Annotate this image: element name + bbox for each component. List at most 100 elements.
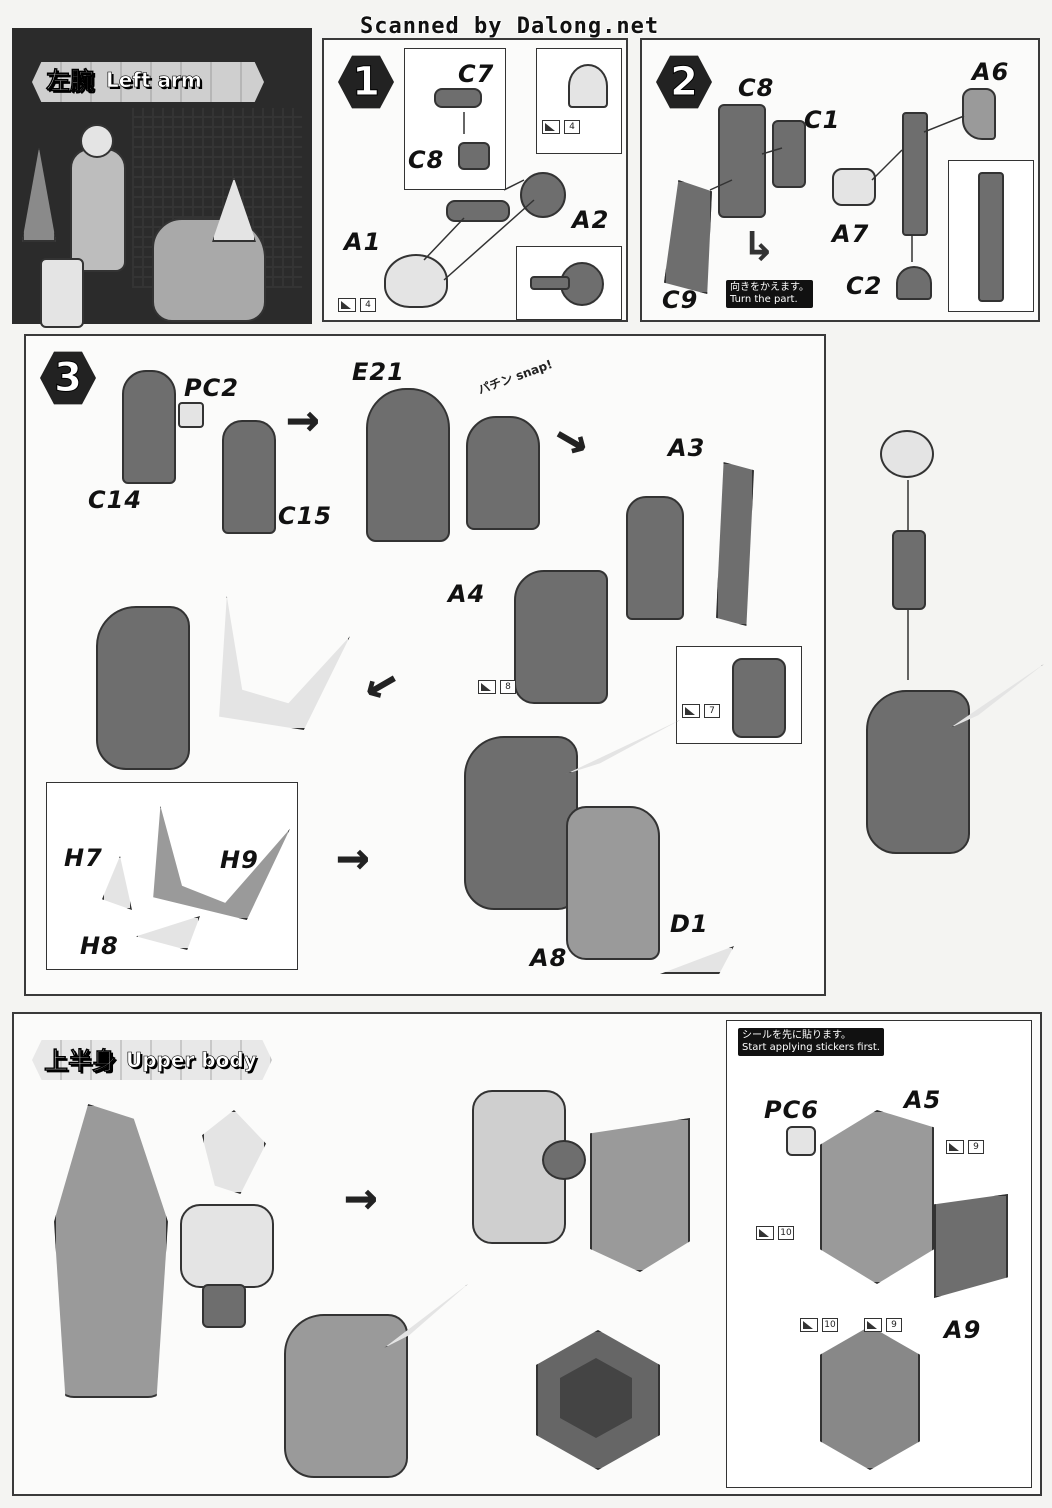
turn-part-note: 向きをかえます。 Turn the part.	[726, 280, 813, 308]
assembly-arrow-1: →	[286, 386, 320, 451]
part-d1	[660, 946, 734, 974]
snap-badge: パチン snap!	[475, 355, 554, 398]
figure-shoulder-spike	[22, 148, 56, 242]
left-arm-title-en: Left arm	[106, 68, 202, 93]
part-c8	[458, 142, 490, 170]
part-c15	[222, 420, 276, 534]
step1-hex-number: 1	[338, 55, 394, 109]
step3-panel: 3 C14 PC2 C15 → E21 パチン snap! → A3 A4 8 …	[24, 334, 826, 996]
label-c8-step2: C8	[738, 74, 775, 102]
label-a2: A2	[572, 206, 610, 234]
part-arm-column	[902, 112, 928, 236]
hex-shield-inner	[560, 1358, 632, 1438]
part-chest-base	[202, 1284, 246, 1328]
step2-assembly-arrows	[709, 115, 965, 262]
part-pc2	[178, 402, 204, 428]
upper-body-title-en: Upper body	[126, 1048, 257, 1073]
part-a7	[832, 168, 876, 206]
part-c14	[122, 370, 176, 484]
label-a6: A6	[972, 58, 1010, 86]
sticker-number-10-left: 10	[778, 1226, 794, 1240]
part-left-arm-attach	[284, 1314, 408, 1478]
part-a8	[566, 806, 660, 960]
label-pc6: PC6	[764, 1096, 819, 1124]
label-c7: C7	[458, 60, 495, 88]
sticker-icon-step1-bottom	[338, 298, 356, 312]
part-arm-ball	[542, 1140, 586, 1180]
final-assembly-arrows	[907, 480, 909, 680]
step1-panel: 1 C7 C8 4 A2 A1 4	[322, 38, 628, 322]
part-inset-column	[978, 172, 1004, 302]
label-h8: H8	[80, 932, 119, 960]
part-final-forearm	[866, 690, 970, 854]
label-a8: A8	[530, 944, 568, 972]
part-c2	[896, 266, 932, 300]
part-head-piece	[202, 1110, 266, 1194]
watermark-text: Scanned by Dalong.net	[360, 14, 660, 39]
sticker-number-9-bottom: 9	[886, 1318, 902, 1332]
upper-body-panel: 上半身 Upper body → シールを先に貼ります。 Start apply…	[12, 1012, 1042, 1496]
part-assembled-forearm	[96, 606, 190, 770]
label-a1: A1	[344, 228, 382, 256]
label-c14: C14	[88, 486, 143, 514]
part-arm-horn	[566, 720, 680, 774]
part-pc6	[786, 1126, 816, 1156]
assembly-arrow-3: →	[352, 651, 414, 726]
sticker-number-step1-bottom: 4	[360, 298, 376, 312]
part-a5	[820, 1110, 934, 1284]
part-final-shoulder-ball	[880, 430, 934, 478]
assembly-arrow-4: →	[336, 824, 370, 889]
label-c2: C2	[846, 272, 883, 300]
part-chest-block	[180, 1204, 274, 1288]
turn-arrow-icon: ↳	[742, 224, 776, 270]
part-horn-h	[219, 596, 350, 730]
snap-text: snap!	[513, 357, 555, 384]
step2-panel: 2 C8 C1 C9 ↳ 向きをかえます。 Turn the part. A6 …	[640, 38, 1040, 322]
step1-number: 1	[352, 59, 381, 106]
sticker-icon-10-bottom	[800, 1318, 818, 1332]
step2-number: 2	[670, 59, 699, 106]
part-shoulder-shaft	[446, 200, 510, 222]
label-a4: A4	[448, 580, 486, 608]
sticker-icon-9-bottom	[864, 1318, 882, 1332]
stickers-first-note-en: Start applying stickers first.	[742, 1042, 880, 1053]
part-a6	[962, 88, 996, 140]
label-c9: C9	[662, 286, 699, 314]
label-e21: E21	[352, 358, 405, 386]
title-hexagons	[32, 62, 264, 102]
turn-part-note-en: Turn the part.	[730, 294, 798, 305]
sticker-icon-7	[682, 704, 700, 718]
upper-body-title-bar: 上半身 Upper body	[32, 1040, 272, 1080]
part-a2-peg	[530, 276, 570, 290]
figure-head	[80, 124, 114, 158]
part-a9-plate	[934, 1194, 1008, 1298]
part-torso-left	[54, 1104, 168, 1398]
part-a1	[384, 254, 448, 308]
figure-torso	[70, 148, 126, 272]
part-c7	[434, 88, 482, 108]
stickers-first-note-jp: シールを先に貼ります。	[742, 1030, 851, 1041]
part-shield-a9	[590, 1118, 690, 1272]
part-e21	[366, 388, 450, 542]
sticker-number-a4: 8	[500, 680, 516, 694]
label-a5: A5	[904, 1086, 942, 1114]
sticker-number-10-bottom: 10	[822, 1318, 838, 1332]
label-d1: D1	[670, 910, 709, 938]
part-a3-claw	[716, 462, 754, 626]
upper-body-title-hexagons	[32, 1040, 272, 1080]
part-c8-step2	[718, 104, 766, 218]
sticker-number-9-top: 9	[968, 1140, 984, 1154]
label-c8: C8	[408, 146, 445, 174]
sticker-icon-a4	[478, 680, 496, 694]
label-a9: A9	[944, 1316, 982, 1344]
part-c1	[772, 120, 806, 188]
step3-number: 3	[54, 355, 83, 402]
sticker-diagram-hex	[820, 1326, 920, 1470]
turn-part-note-jp: 向きをかえます。	[730, 282, 809, 293]
label-h7: H7	[64, 844, 103, 872]
sticker-icon-10-left	[756, 1226, 774, 1240]
stickers-first-note: シールを先に貼ります。 Start applying stickers firs…	[738, 1028, 884, 1056]
part-a4	[514, 570, 608, 704]
left-arm-title-bar: 左腕 Left arm	[32, 62, 264, 102]
part-sticker7-detail	[732, 658, 786, 738]
